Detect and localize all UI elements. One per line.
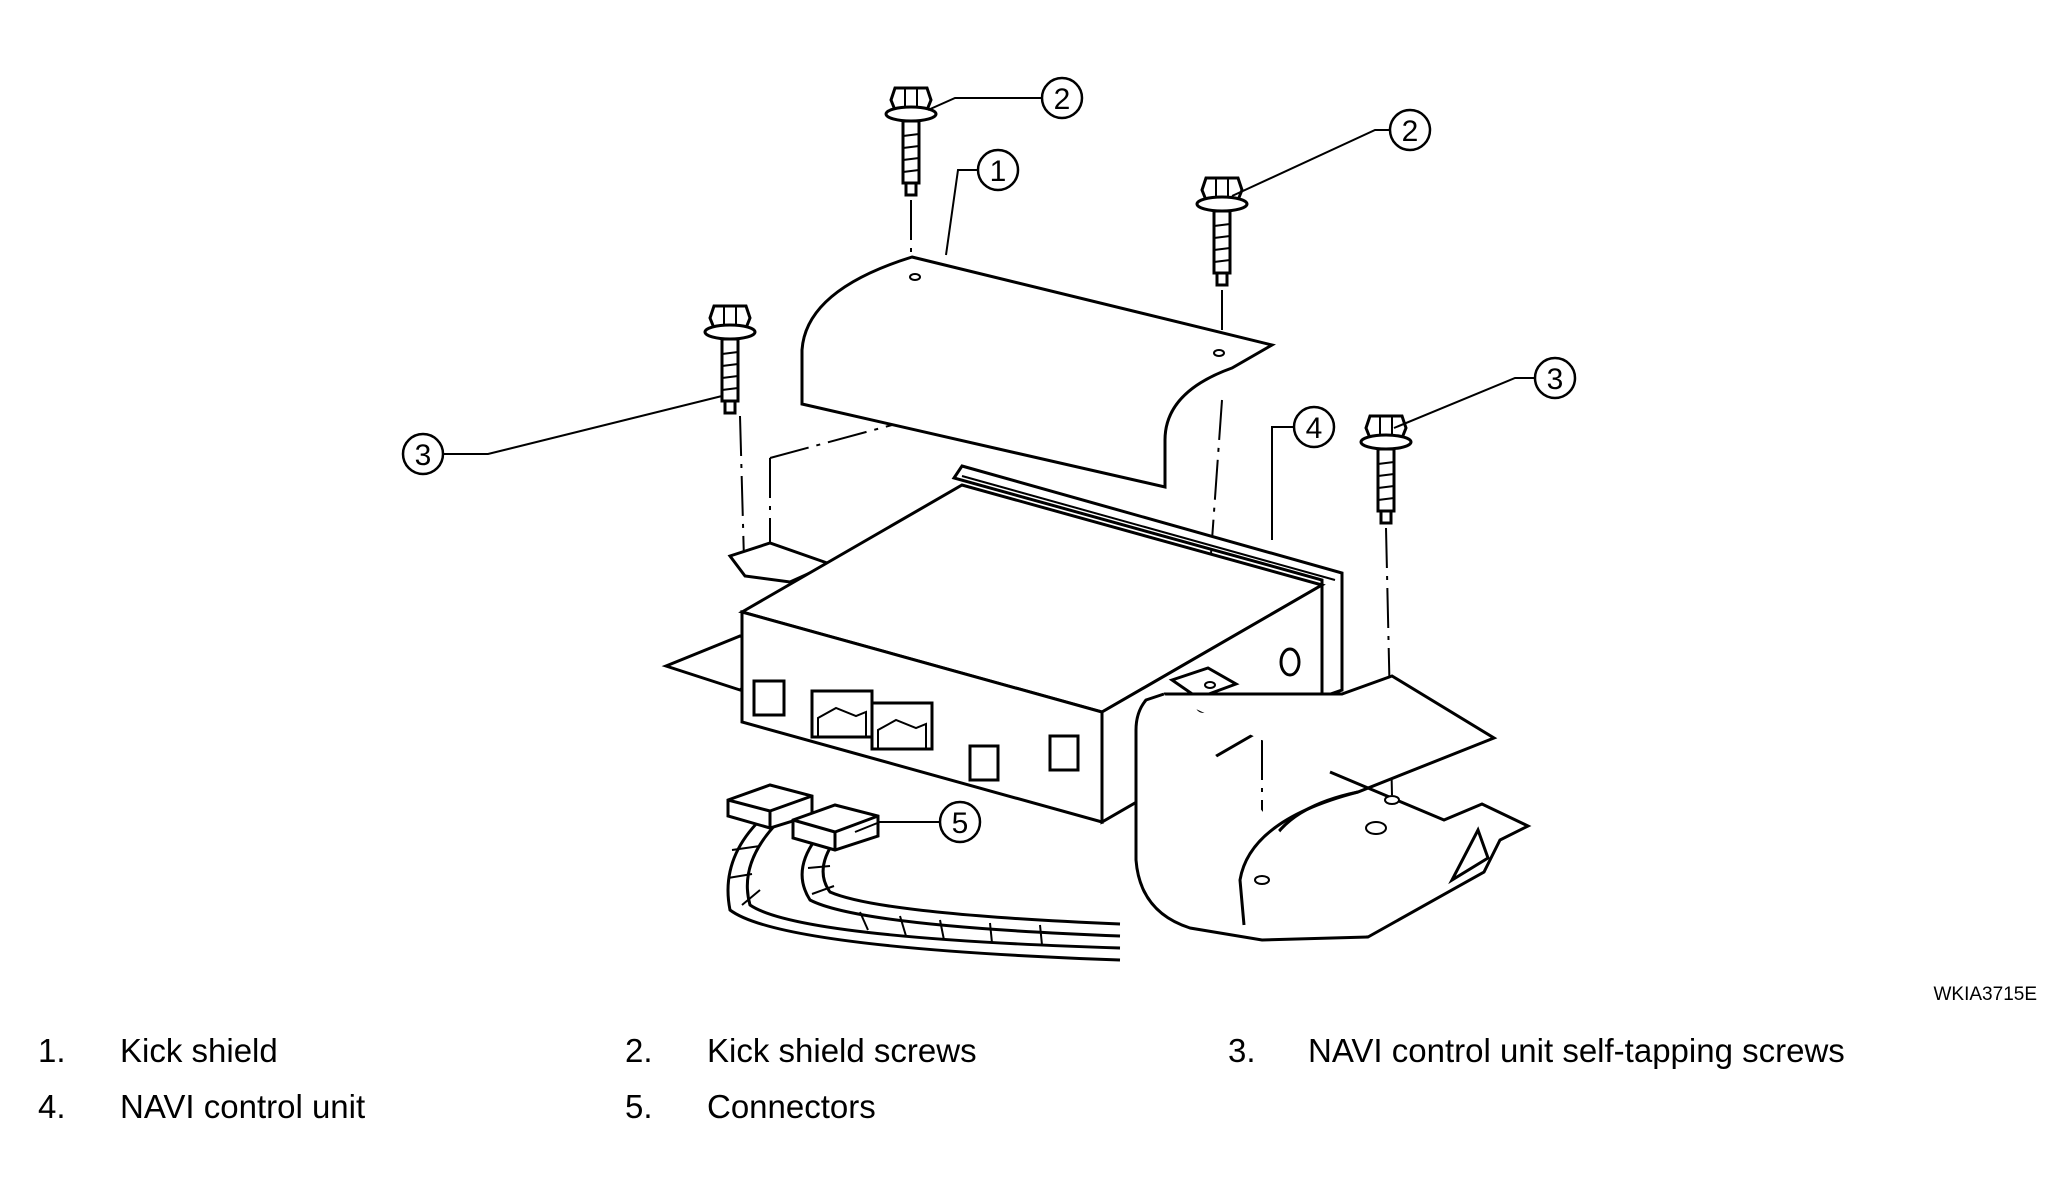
callout-3: 3: [401, 432, 445, 476]
mounting-bracket: [1134, 674, 1532, 942]
exploded-installation-diagram: 1 2 2 3 3 4 5: [401, 76, 1577, 962]
kick-shield-screw: [1195, 176, 1249, 287]
svg-text:3: 3: [1547, 363, 1564, 396]
kick-shield: [800, 255, 1276, 489]
self-tapping-screw: [703, 304, 757, 415]
legend-number: 2.: [625, 1032, 653, 1069]
callout-leaders: [443, 97, 1535, 833]
legend-label: Kick shield: [120, 1032, 278, 1069]
svg-text:2: 2: [1054, 83, 1071, 116]
legend-number: 1.: [38, 1032, 66, 1069]
callout-4: 4: [1292, 405, 1336, 449]
self-tapping-screw: [1359, 414, 1413, 525]
legend-label: NAVI control unit: [120, 1088, 366, 1125]
svg-text:1: 1: [990, 155, 1007, 188]
callout-2: 2: [1388, 108, 1432, 152]
svg-text:4: 4: [1306, 412, 1323, 445]
parts-legend: 1. Kick shield 2. Kick shield screws 3. …: [0, 1022, 2045, 1162]
figure-code: WKIA3715E: [1933, 984, 2038, 1005]
kick-shield-screw: [884, 86, 938, 197]
legend-label: NAVI control unit self-tapping screws: [1308, 1032, 1845, 1069]
callout-1: 1: [976, 148, 1020, 192]
legend-number: 4.: [38, 1088, 66, 1125]
svg-text:3: 3: [415, 439, 432, 472]
callouts: 1 2 2 3 3 4 5: [401, 76, 1577, 844]
legend-number: 3.: [1228, 1032, 1256, 1069]
svg-text:2: 2: [1402, 115, 1419, 148]
legend-number: 5.: [625, 1088, 653, 1125]
callout-3: 3: [1533, 356, 1577, 400]
callout-2: 2: [1040, 76, 1084, 120]
navi-control-unit: [661, 464, 1344, 825]
legend-label: Kick shield screws: [707, 1032, 977, 1069]
connectors: [726, 783, 1121, 962]
legend-label: Connectors: [707, 1088, 876, 1125]
callout-5: 5: [938, 800, 982, 844]
svg-text:5: 5: [952, 807, 969, 840]
